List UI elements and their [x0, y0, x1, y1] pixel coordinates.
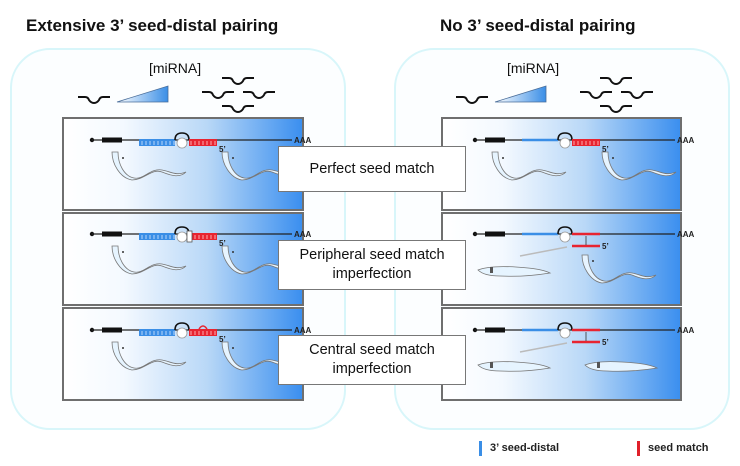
- mirna-molecule-icon: [456, 96, 488, 105]
- condition-label-central: Central seed match imperfection: [278, 335, 466, 385]
- mirna-molecule-icon: [243, 91, 275, 100]
- concentration-ramp-icon: [116, 85, 169, 103]
- right-row-central: [441, 307, 682, 401]
- left-mrna-peripheral: 5’ AAA: [89, 226, 312, 248]
- five-prime-label: 5’: [219, 335, 226, 344]
- mirna-molecule-icon: [222, 105, 254, 114]
- bulge-loop: [174, 132, 190, 141]
- worm-normal-icon: [601, 151, 677, 181]
- mirna-molecule-icon: [600, 105, 632, 114]
- seed-distal-pairing: [139, 139, 175, 146]
- worm-defective-icon: [477, 361, 552, 372]
- right-mrna-perfect: 5’ AAA: [472, 132, 695, 154]
- polya-label: AAA: [677, 230, 695, 239]
- unpaired-mirna-tail: [519, 246, 568, 257]
- five-prime-label: 5’: [602, 242, 609, 251]
- worm-defective-icon: [584, 361, 659, 372]
- coding-region: [102, 327, 122, 333]
- right-mirna-label: [miRNA]: [507, 60, 560, 76]
- mismatch-icon: [186, 230, 193, 243]
- worm-normal-icon: [491, 151, 567, 181]
- right-mirna-gradient: [456, 77, 653, 114]
- worm-normal-icon: [111, 245, 187, 275]
- mismatch-icon: [198, 325, 208, 330]
- legend-label-seed-distal: 3’ seed-distal: [490, 442, 560, 454]
- bulge-loop: [174, 226, 190, 235]
- polya-label: AAA: [677, 136, 695, 145]
- seed-distal-pairing: [139, 329, 175, 336]
- coding-region: [485, 327, 505, 333]
- worm-normal-icon: [111, 341, 187, 371]
- mirna-molecule-icon: [600, 77, 632, 86]
- mirna-molecule-icon: [621, 91, 653, 100]
- worm-defective-icon: [477, 266, 552, 277]
- polya-label: AAA: [294, 230, 312, 239]
- unpaired-mirna-tail: [519, 342, 568, 353]
- right-mrna-peripheral: 5’ AAA: [472, 226, 695, 257]
- coding-region: [485, 137, 505, 143]
- polya-label: AAA: [677, 326, 695, 335]
- coding-region: [102, 137, 122, 143]
- five-prime-label: 5’: [219, 239, 226, 248]
- legend-swatch-seed-distal: [479, 441, 482, 456]
- mirna-molecule-icon: [202, 91, 234, 100]
- five-prime-label: 5’: [602, 145, 609, 154]
- bulge-loop: [557, 322, 573, 331]
- worm-normal-icon: [111, 151, 187, 181]
- bulge-loop: [174, 322, 190, 331]
- left-mrna-central: 5’ AAA: [89, 322, 312, 344]
- bulge-loop: [557, 226, 573, 235]
- bulge-loop: [557, 132, 573, 141]
- left-panel-title: Extensive 3’ seed-distal pairing: [26, 16, 279, 35]
- polya-label: AAA: [294, 326, 312, 335]
- seed-distal-pairing: [139, 233, 175, 240]
- legend-label-seed-match: seed match: [648, 442, 709, 454]
- legend-swatch-seed-match: [637, 441, 640, 456]
- right-mrna-central: 5’ AAA: [472, 322, 695, 353]
- concentration-ramp-icon: [494, 85, 547, 103]
- condition-label-perfect: Perfect seed match: [278, 146, 466, 192]
- left-mirna-label: [miRNA]: [149, 60, 202, 76]
- worm-normal-icon: [581, 254, 657, 284]
- mirna-molecule-icon: [580, 91, 612, 100]
- condition-label-peripheral: Peripheral seed match imperfection: [278, 240, 466, 290]
- mirna-molecule-icon: [78, 96, 110, 105]
- mirna-molecule-icon: [222, 77, 254, 86]
- five-prime-label: 5’: [219, 145, 226, 154]
- polya-label: AAA: [294, 136, 312, 145]
- left-mrna-perfect: 5’ AAA: [89, 132, 312, 154]
- right-row-perfect: [441, 117, 682, 211]
- five-prime-label: 5’: [602, 338, 609, 347]
- coding-region: [102, 231, 122, 237]
- coding-region: [485, 231, 505, 237]
- left-mirna-gradient: [78, 77, 275, 114]
- right-panel-title: No 3’ seed-distal pairing: [440, 16, 636, 35]
